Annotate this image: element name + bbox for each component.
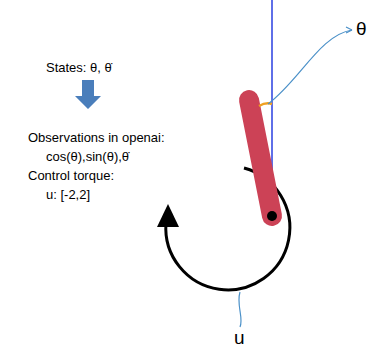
block-arrow xyxy=(75,80,101,109)
pendulum-rod xyxy=(249,100,272,216)
observation-label: cos(θ),sin(θ),θ̇ xyxy=(46,149,129,165)
pivot-dot xyxy=(267,211,277,221)
control-label: u: [-2,2] xyxy=(46,187,90,203)
leader-arrowhead xyxy=(346,27,352,33)
leader-line xyxy=(239,292,241,327)
leader-line xyxy=(268,30,352,104)
observation-label: Observations in openai: xyxy=(28,130,165,146)
angle-arc xyxy=(259,103,272,106)
angle-label: θ xyxy=(356,18,367,41)
torque-label: u xyxy=(234,327,245,350)
state-label: States: θ, θ̇ xyxy=(46,60,112,76)
control-label: Control torque: xyxy=(28,168,114,184)
torque-arrowhead xyxy=(157,204,179,227)
